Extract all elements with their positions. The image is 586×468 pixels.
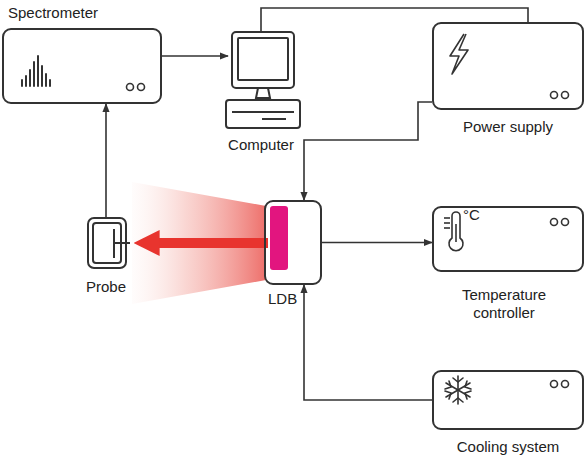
unit-label: °C xyxy=(463,206,480,223)
signal-arrow xyxy=(304,285,432,400)
signal-arrow xyxy=(322,242,432,244)
lightning-icon xyxy=(450,34,468,74)
thermometer-icon xyxy=(444,212,463,251)
node-label: Computer xyxy=(190,136,332,154)
instrument-box: Spectrometer xyxy=(2,28,162,104)
probe-node: Probe xyxy=(84,214,132,272)
computer-icon xyxy=(226,32,300,128)
node-label: Cooling system xyxy=(402,438,586,456)
instrument-box: Temperature controller xyxy=(432,206,584,272)
signal-arrow xyxy=(162,55,228,57)
spectrum-icon xyxy=(22,56,50,86)
computer-node: Computer xyxy=(222,30,304,130)
instrument-box: Power supply xyxy=(432,22,584,110)
node-label: Probe xyxy=(52,278,160,296)
node-label: Spectrometer xyxy=(8,4,98,22)
node-label: Power supply xyxy=(402,118,586,136)
signal-arrow xyxy=(105,104,107,218)
node-label: LDB xyxy=(268,290,297,308)
signal-arrow xyxy=(304,102,432,200)
probe-icon xyxy=(88,218,130,268)
laser-emitter xyxy=(270,206,288,270)
instrument-box: Cooling system xyxy=(432,370,584,430)
laser-diode-box: LDB xyxy=(264,200,322,285)
signal-arrow xyxy=(261,8,528,32)
node-label: Temperature controller xyxy=(444,286,564,322)
laser-beam-arrow xyxy=(144,238,268,248)
snowflake-icon xyxy=(445,376,471,404)
